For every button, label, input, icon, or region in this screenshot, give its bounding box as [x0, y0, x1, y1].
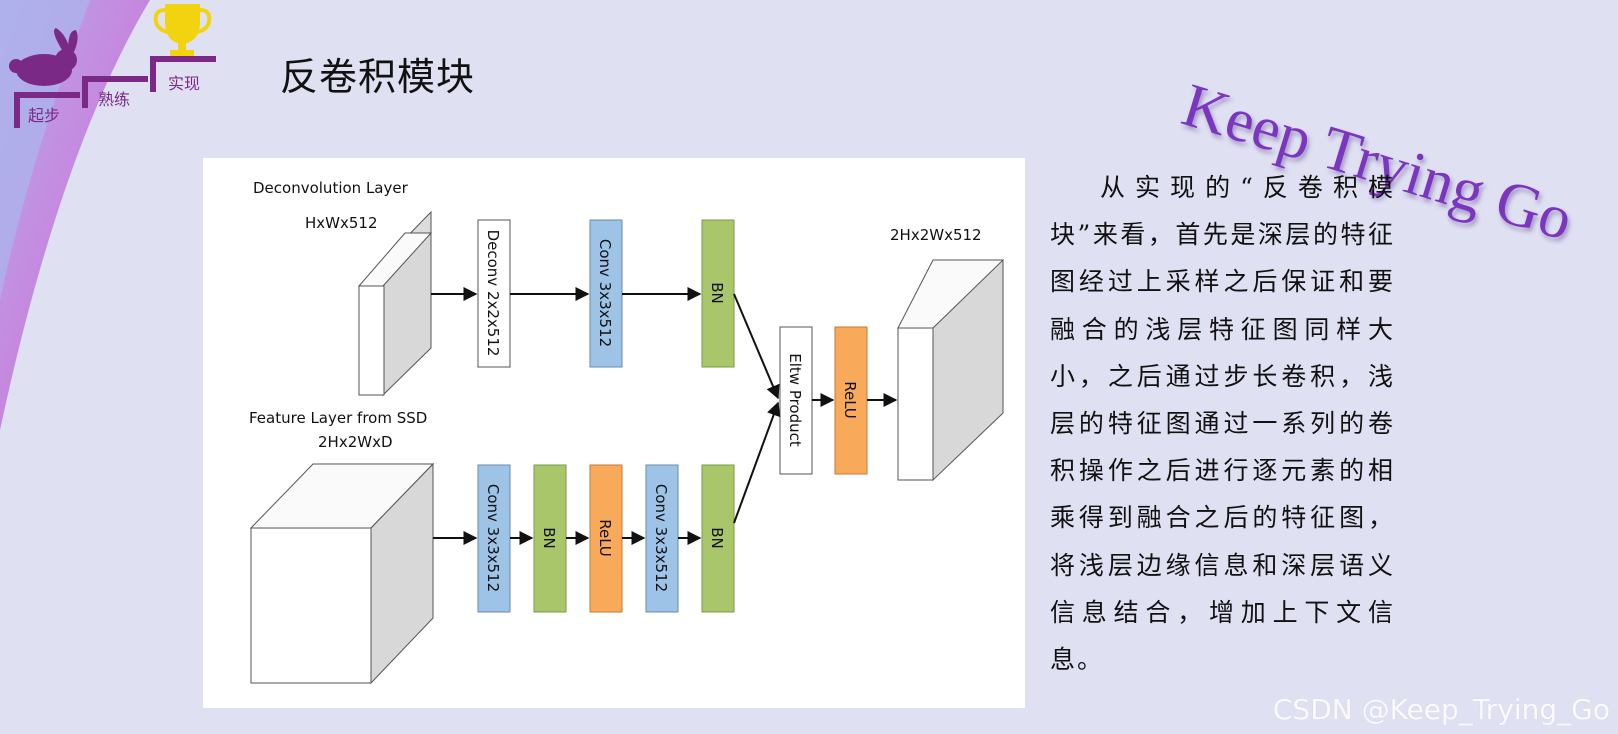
bottom-bn-block-1: BN	[533, 464, 567, 613]
feature-layer-size: 2Hx2WxD	[318, 433, 393, 451]
bottom-relu-block: ReLU	[589, 464, 623, 613]
trophy-icon	[153, 4, 212, 56]
deconv-block: Deconv 2x2x512	[477, 219, 511, 368]
bottom-conv-1-label: Conv 3x3x512	[484, 484, 502, 592]
merge-relu-block: ReLU	[834, 326, 868, 475]
description-text: 从实现的“反卷积模块”来看，首先是深层的特征图经过上采样之后保证和要融合的浅层特…	[1050, 173, 1395, 675]
deconvolution-module-diagram: Deconvolution Layer HxWx512 Feature Laye…	[203, 158, 1025, 708]
deconv-input-cube	[357, 210, 433, 397]
feature-input-cube	[249, 462, 435, 685]
csdn-watermark: CSDN @Keep_Trying_Go	[1272, 693, 1610, 726]
top-conv-block: Conv 3x3x512	[589, 219, 623, 368]
diagram-arrows	[431, 287, 898, 545]
bottom-conv-2-label: Conv 3x3x512	[652, 484, 670, 592]
merge-relu-label: ReLU	[841, 381, 859, 419]
step-label-1: 起步	[28, 106, 61, 125]
slide-title: 反卷积模块	[280, 55, 476, 99]
deconv-layer-title: Deconvolution Layer	[253, 179, 409, 197]
deconv-block-label: Deconv 2x2x512	[484, 230, 502, 357]
top-bn-block-label: BN	[708, 282, 726, 304]
deconv-input-size: HxWx512	[305, 214, 378, 232]
feature-layer-title: Feature Layer from SSD	[249, 409, 427, 427]
bottom-bn-block-2: BN	[701, 464, 735, 613]
bottom-conv-block-2: Conv 3x3x512	[645, 464, 679, 613]
output-cube	[897, 258, 1004, 482]
output-size: 2Hx2Wx512	[890, 226, 982, 244]
bottom-bn-2-label: BN	[708, 527, 726, 549]
steps-icon	[14, 56, 216, 128]
bottom-bn-1-label: BN	[540, 527, 558, 549]
logo: 起步 熟练 实现	[0, 0, 240, 140]
eltw-product-label: Eltw Product	[786, 353, 804, 447]
step-label-3: 实现	[168, 74, 201, 93]
eltw-product-block: Eltw Product	[779, 326, 813, 475]
top-bn-block: BN	[701, 219, 735, 368]
rabbit-icon	[9, 28, 78, 86]
step-label-2: 熟练	[98, 90, 131, 109]
top-conv-block-label: Conv 3x3x512	[596, 239, 614, 347]
bottom-conv-block-1: Conv 3x3x512	[477, 464, 511, 613]
bottom-relu-label: ReLU	[596, 519, 614, 557]
